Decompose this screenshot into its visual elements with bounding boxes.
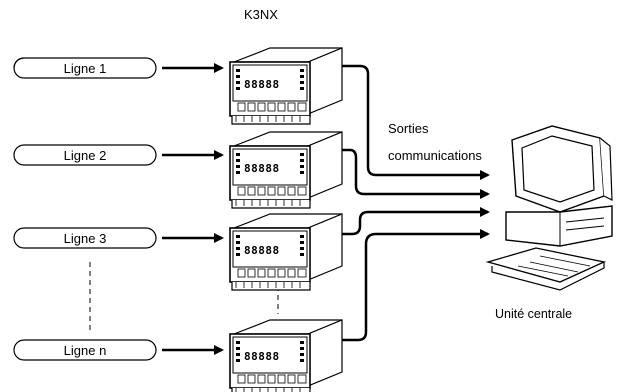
line-label-1: Ligne 1 [64, 61, 107, 76]
k3nx-meter-1: 88888 [229, 47, 343, 125]
meter-display-n: 88888 [244, 350, 280, 363]
meter-display-3: 88888 [244, 244, 280, 257]
k3nx-meter-3: 88888 [229, 213, 343, 291]
line-label-3: Ligne 3 [64, 231, 107, 246]
output-line-n [342, 229, 490, 342]
k3nx-meter-2: 88888 [229, 131, 343, 209]
device-title: K3NX [244, 7, 278, 22]
k3nx-meter-n: 88888 [229, 319, 343, 392]
output-line-3 [342, 207, 490, 236]
central-unit-computer [485, 125, 613, 291]
line-pill-1: Ligne 1 [13, 57, 157, 79]
line-label-2: Ligne 2 [64, 148, 107, 163]
output-line-2 [342, 148, 490, 199]
line-pill-n: Ligne n [13, 339, 157, 361]
line-pill-2: Ligne 2 [13, 144, 157, 166]
central-unit-label: Unité centrale [495, 307, 572, 321]
line-label-n: Ligne n [64, 343, 107, 358]
line-pill-3: Ligne 3 [13, 227, 157, 249]
output-line-1 [342, 64, 490, 180]
outputs-label-line1: Sorties [388, 121, 429, 136]
meter-display-2: 88888 [244, 162, 280, 175]
outputs-label-line2: communications [388, 148, 482, 163]
meter-display-1: 88888 [244, 78, 280, 91]
